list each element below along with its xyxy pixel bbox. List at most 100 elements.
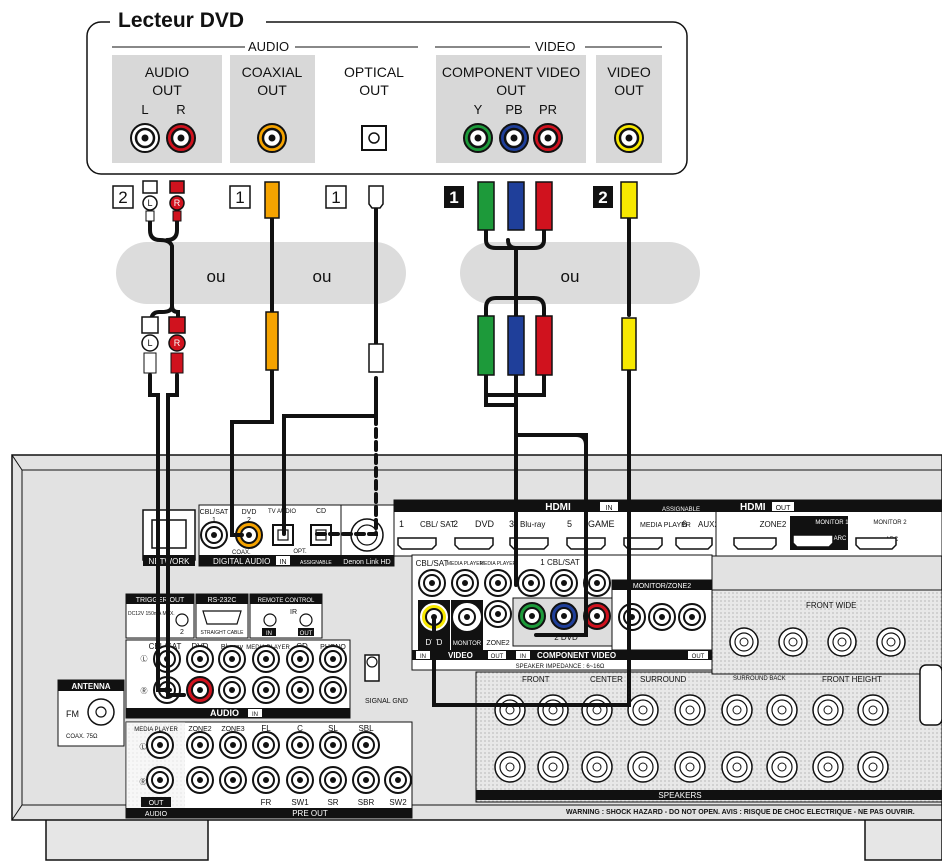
remote-ir: IR — [290, 609, 297, 616]
comp-pr-jack[interactable] — [533, 123, 563, 153]
comp-2-label: 2 DVD — [554, 633, 578, 642]
digital-audio-label: DIGITAL AUDIO — [213, 557, 270, 566]
coaxial-label: COAXIAL — [242, 64, 303, 80]
da-opt: OPT. — [293, 549, 307, 555]
plug-l-top: L — [147, 198, 152, 208]
pre-out-zone2: ZONE2 — [188, 726, 211, 733]
optical-cable — [282, 203, 378, 536]
hdmi-in-label: HDMI — [545, 502, 571, 513]
hdmi-monitor2: MONITOR 2 — [873, 520, 907, 526]
plug-l-bottom: L — [147, 338, 152, 348]
receiver-coax-dvd-jack[interactable] — [235, 521, 263, 549]
video-out-label: VIDEO — [607, 64, 651, 80]
surround-back-label: SURROUND BACK — [733, 676, 786, 682]
cable-label-optical: 1 — [331, 188, 340, 207]
comp-pr-label: PR — [539, 102, 557, 117]
denon-link-label: Denon Link HD — [343, 559, 390, 566]
comp-pb-label: PB — [505, 102, 522, 117]
video-zone2-label: ZONE2 — [486, 640, 509, 647]
video-in-media-1: MEDIA PLAYER — [447, 561, 484, 567]
cable-label-component: 1 — [449, 188, 458, 207]
hdmi-arc1: ARC — [834, 536, 847, 542]
video-cable — [432, 213, 631, 707]
remote-in: IN — [266, 631, 272, 637]
pre-out-label: PRE OUT — [292, 809, 328, 818]
cable-label-coax: 1 — [235, 188, 244, 207]
coax-cable — [230, 213, 274, 537]
component-label: COMPONENT VIDEO — [442, 64, 580, 80]
pre-out-zone3: ZONE3 — [221, 726, 244, 733]
component-label-2: OUT — [496, 82, 526, 98]
pre-out-sl: SL — [328, 724, 338, 733]
pre-out-media-player: MEDIA PLAYER — [134, 727, 178, 733]
cable-labels: 2 1 1 1 2 — [112, 185, 613, 209]
da-cblsat: CBL/SAT — [200, 509, 229, 516]
comp-y-jack[interactable] — [463, 123, 493, 153]
hdmi-in-6: 6 — [682, 519, 687, 529]
dvd-player-panel: Lecteur DVD AUDIO VIDEO AUDIO OUT L R CO… — [86, 8, 688, 175]
hdmi-in-bluray: Blu-ray — [520, 520, 545, 529]
hdmi-zone2: ZONE2 — [760, 520, 787, 529]
hdmi-in-cblsat: CBL/ SAT — [420, 520, 455, 529]
component-cable — [484, 228, 546, 318]
video-group-label: VIDEO — [535, 39, 575, 54]
receiver-comp-y-jack[interactable] — [518, 602, 546, 630]
optical-jack[interactable] — [361, 125, 387, 151]
receiver-audio-dvd-r-jack[interactable] — [186, 676, 214, 704]
hdmi-in-media-player: MEDIA PLAYER — [640, 522, 691, 529]
receiver-comp-pb-jack[interactable] — [550, 602, 578, 630]
front-wide-label: FRONT WIDE — [806, 601, 857, 610]
speaker-impedance: SPEAKER IMPEDANCE : 6~16Ω — [516, 664, 605, 670]
audio-in-in: IN — [252, 712, 258, 718]
hdmi-in-2: 2 — [453, 519, 458, 529]
video-out-jack[interactable] — [614, 123, 644, 153]
comp-pb-jack[interactable] — [499, 123, 529, 153]
hdmi-in-game: GAME — [588, 519, 615, 529]
digital-audio-assignable: ASSIGNABLE — [300, 560, 332, 566]
remote-out: OUT — [300, 631, 313, 637]
audio-l-label: L — [141, 102, 148, 117]
video-in-media-2: MEDIA PLAYER — [480, 561, 517, 567]
trigger-spec: DC12V 150mA MAX. — [128, 611, 175, 617]
receiver-audio-dvd-l-jack[interactable] — [186, 645, 214, 673]
audio-group-label: AUDIO — [248, 39, 289, 54]
svg-text:Ⓡ: Ⓡ — [140, 778, 147, 786]
straight-cable-label: STRAIGHT CABLE — [201, 630, 245, 636]
center-label: CENTER — [590, 675, 623, 684]
front-height-label: FRONT HEIGHT — [822, 675, 882, 684]
signal-gnd-label: SIGNAL GND — [365, 698, 408, 705]
coaxial-label-2: OUT — [257, 82, 287, 98]
trigger-2: 2 — [180, 629, 184, 636]
cables — [148, 203, 631, 707]
pre-out-fl: FL — [261, 724, 271, 733]
coaxial-jack[interactable] — [257, 123, 287, 153]
hdmi-in-aux2: AUX2 — [698, 520, 719, 529]
audio-cable — [148, 218, 174, 294]
component-video-label: COMPONENT VIDEO — [537, 651, 616, 660]
speakers-label: SPEAKERS — [658, 791, 701, 800]
video-monitor-label: MONITOR — [453, 641, 482, 647]
svg-text:Ⓛ: Ⓛ — [141, 655, 148, 663]
plugs: L R L R — [141, 180, 638, 376]
audio-l-jack[interactable] — [130, 123, 160, 153]
hdmi-in-5: 5 — [567, 519, 572, 529]
pre-out-sw2: SW2 — [389, 798, 407, 807]
da-one: 1 — [212, 517, 216, 524]
hdmi-in-in: IN — [606, 505, 613, 512]
video-out-label-2: OUT — [614, 82, 644, 98]
svg-text:Ⓡ: Ⓡ — [141, 687, 148, 695]
video-in-cblsat: CBL/SAT — [416, 559, 449, 568]
component-in-in: IN — [520, 654, 526, 660]
hdmi-in-3: 3 — [509, 519, 514, 529]
ou-label-3: ou — [561, 267, 580, 286]
video-out-out: OUT — [491, 654, 504, 660]
pre-out-sbl: SBL — [358, 724, 374, 733]
receiver-video-dvd-jack[interactable] — [420, 603, 448, 631]
audio-out-label-2: OUT — [152, 82, 182, 98]
plug-r-top: R — [174, 198, 181, 208]
coax75-label: COAX. 75Ω — [66, 734, 98, 740]
hdmi-monitor1: MONITOR 1 — [815, 520, 849, 526]
audio-out-label: AUDIO — [145, 64, 189, 80]
audio-r-jack[interactable] — [166, 123, 196, 153]
da-two: 2 — [247, 517, 251, 524]
